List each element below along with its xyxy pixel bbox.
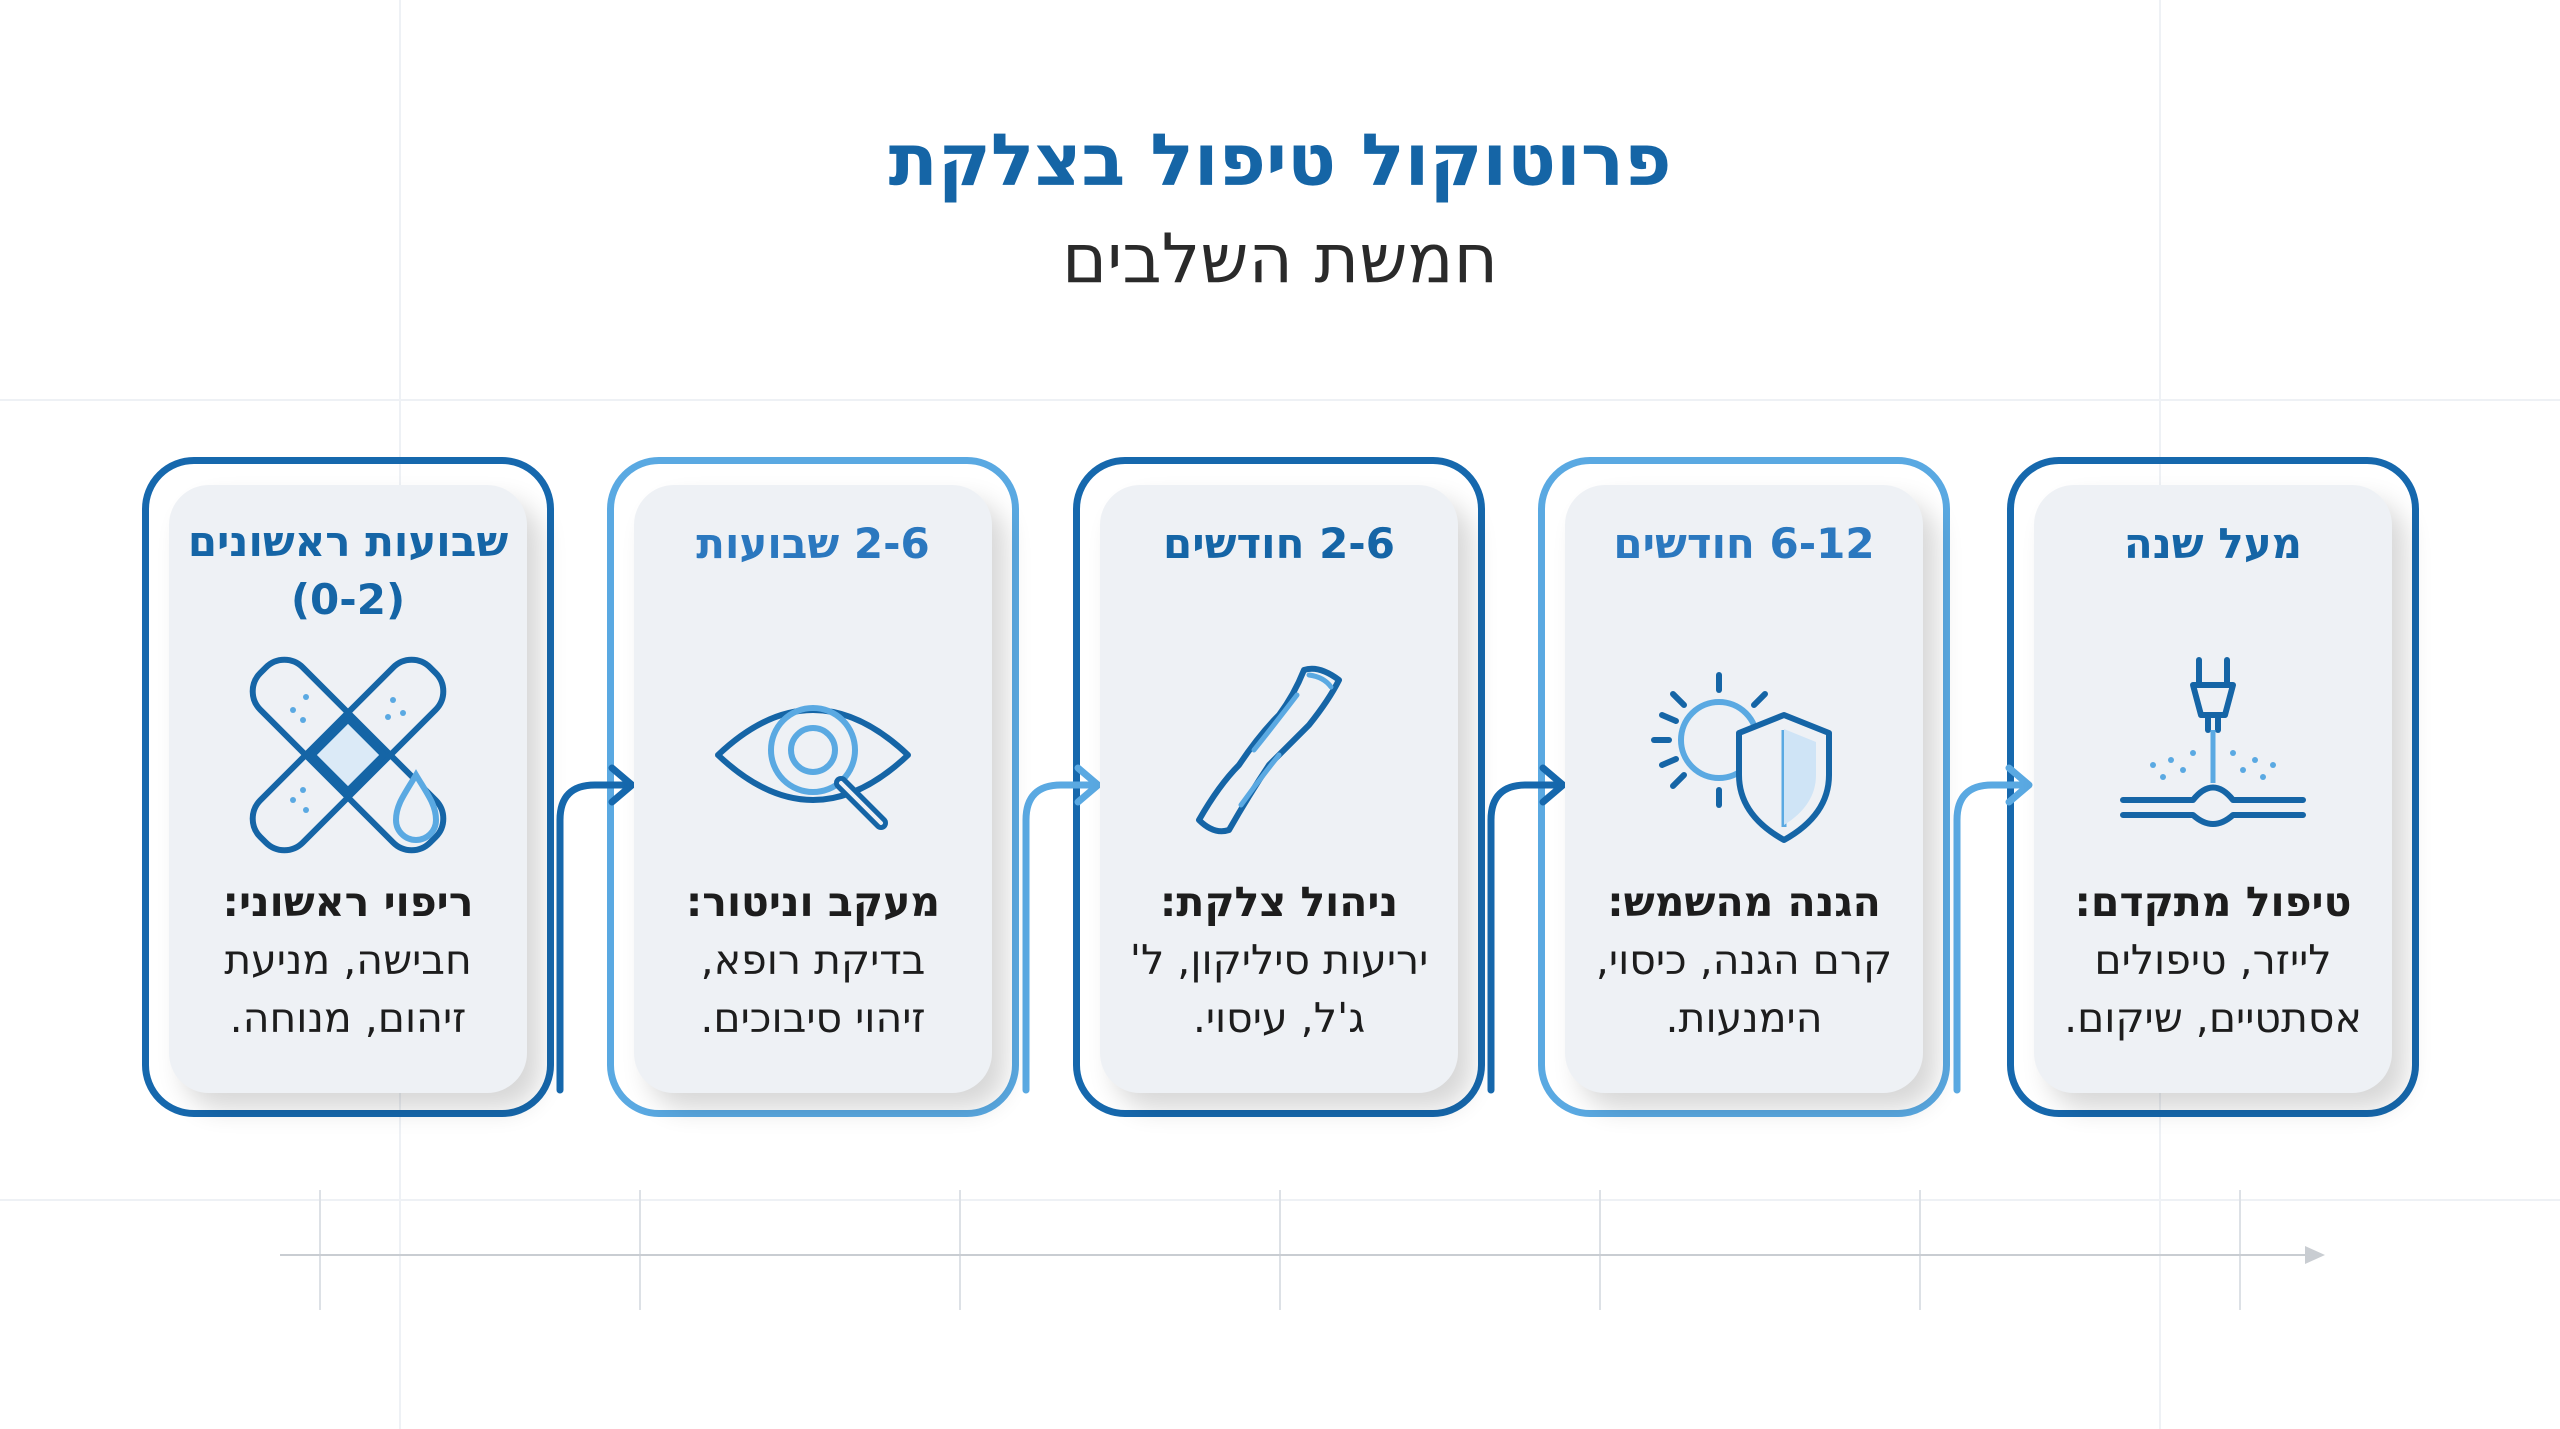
stage-frame-initial-healing (142, 457, 554, 1117)
stage-period-line: שבועות ראשונים (187, 517, 509, 566)
connector-arrow (556, 764, 636, 1094)
stage-description: טיפול מתקדם: לייזר, טיפולים אסתטיים, שיק… (2044, 873, 2382, 1047)
stage-text-line: זיהוי סיבוכים. (700, 994, 926, 1042)
sun-shield-icon (1651, 672, 1832, 843)
page-subtitle: חמשת השלבים (1062, 220, 1498, 299)
stage-period: 6-12 חודשים (1613, 519, 1875, 568)
stage-text-line: לייזר, טיפולים (2094, 936, 2332, 984)
laser-icon (2120, 657, 2306, 827)
stage-description: הגנה מהשמש: קרם הגנה, כיסוי, הימנעות. (1575, 873, 1913, 1047)
stage-text-line: אסתטיים, שיקום. (2064, 994, 2362, 1042)
stage-card-scar-management: 2-6 חודשים ניהול צלקת: יריעות סיליקון, ל… (1100, 485, 1458, 1093)
stage-text-line: זיהום, מנוחה. (229, 994, 467, 1042)
stage-card-initial-healing: שבועות ראשונים (0-2) ריפוי ראשוני: חבישה… (169, 485, 527, 1093)
stage-period-line: (0-2) (290, 575, 406, 624)
page-title: פרוטוקול טיפול בצלקת (888, 118, 1672, 202)
stage-lead: מעקב וניטור: (685, 878, 941, 926)
silicone-sheet-icon (1196, 665, 1342, 835)
stage-text-line: יריעות סיליקון, ל' (1129, 936, 1429, 984)
stage-text-line: חבישה, מניעת (224, 936, 472, 984)
stage-description: ניהול צלקת: יריעות סיליקון, ל' ג'ל, עיסו… (1110, 873, 1448, 1047)
stage-period: 2-6 חודשים (1163, 519, 1395, 568)
stage-text-line: ג'ל, עיסוי. (1192, 994, 1366, 1042)
connector-arrow (1487, 764, 1567, 1094)
stage-text-line: הימנעות. (1665, 994, 1823, 1042)
stage-lead: ריפוי ראשוני: (222, 878, 474, 926)
stage-text-line: בדיקת רופא, (700, 936, 926, 984)
connector-arrow (1022, 764, 1102, 1094)
stage-card-sun-protection: 6-12 חודשים הגנה מהשמש: קרם הגנה, כיסוי,… (1565, 485, 1923, 1093)
stage-description: ריפוי ראשוני: חבישה, מניעת זיהום, מנוחה. (179, 873, 517, 1047)
bandage-icon (249, 656, 447, 854)
stage-period: מעל שנה (2123, 519, 2303, 568)
connector-arrow (1953, 764, 2033, 1094)
stage-period: שבועות ראשונים (0-2) (169, 513, 527, 629)
stage-lead: טיפול מתקדם: (2074, 878, 2352, 926)
stage-card-advanced-treatment: מעל שנה טיפול מתקדם: לייזר, טיפולים אסתט… (2034, 485, 2392, 1093)
stage-description: מעקב וניטור: בדיקת רופא, זיהוי סיבוכים. (644, 873, 982, 1047)
stage-text-line: קרם הגנה, כיסוי, (1595, 936, 1893, 984)
stage-lead: הגנה מהשמש: (1607, 878, 1881, 926)
eye-magnifier-icon (715, 705, 911, 830)
stage-period: 2-6 שבועות (696, 519, 930, 568)
stage-lead: ניהול צלקת: (1159, 878, 1399, 926)
timeline-axis (280, 1190, 2325, 1310)
stage-card-monitoring: 2-6 שבועות מעקב וניטור: בדיקת רופא, זיהו… (634, 485, 992, 1093)
